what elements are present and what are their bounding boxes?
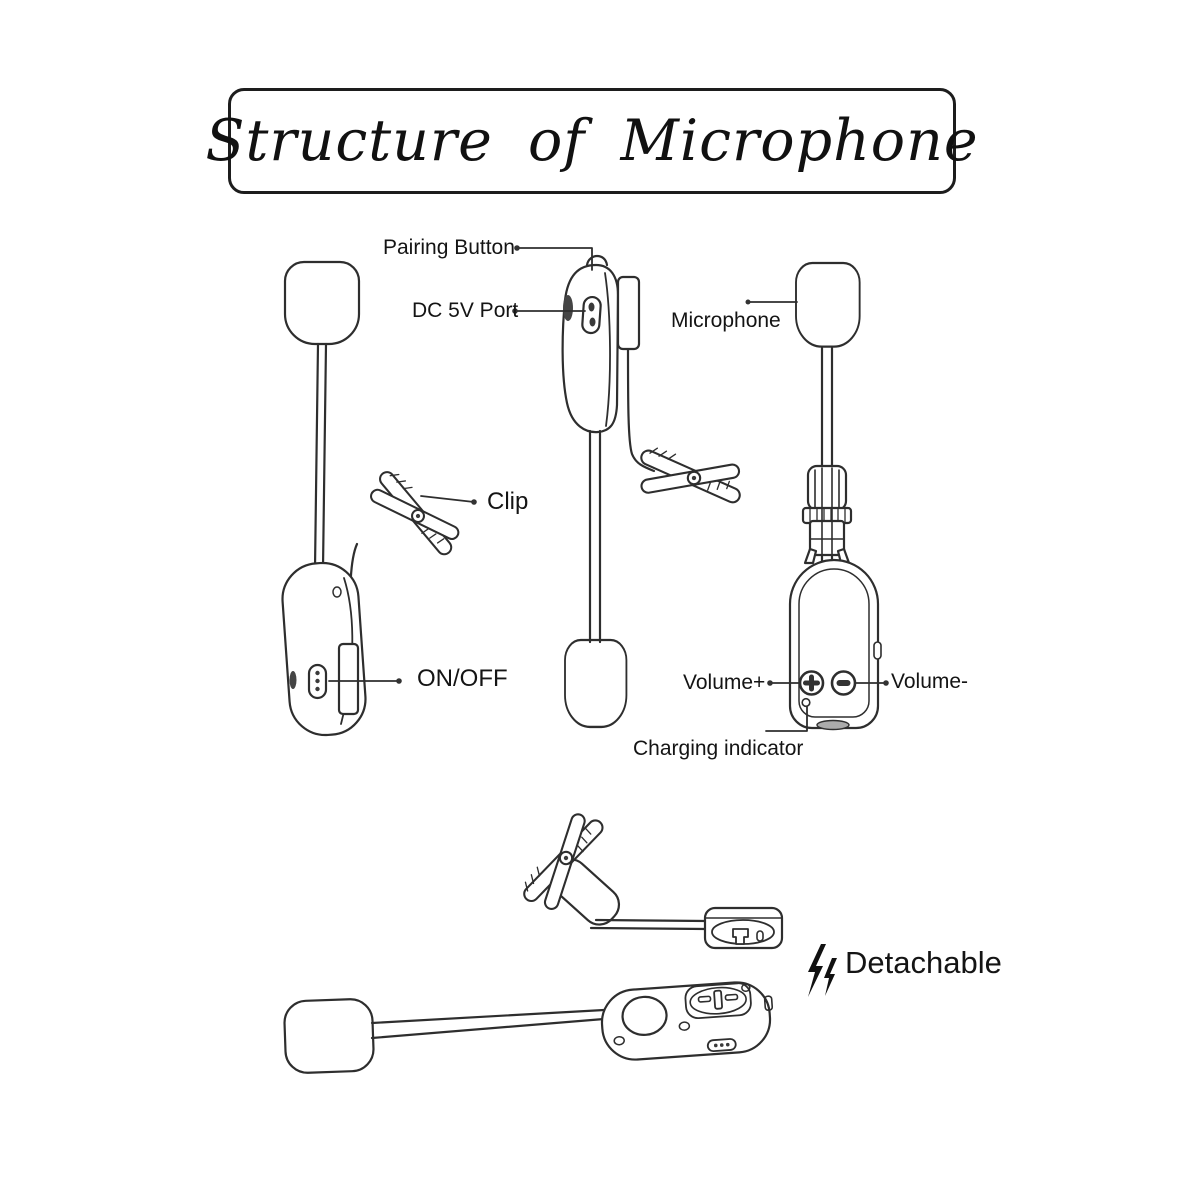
figure-mic-horizontal	[283, 981, 774, 1074]
clip-arm	[589, 918, 708, 931]
dc-port-holes	[588, 302, 596, 327]
base-latch	[732, 928, 749, 945]
figure-mic-side-view	[561, 254, 741, 729]
clip-back-view	[801, 464, 853, 565]
body-detail	[332, 586, 342, 598]
mic-head	[283, 260, 361, 346]
double-lightning-icon	[808, 944, 837, 997]
label-charging-indicator: Charging indicator	[633, 737, 804, 760]
leader-lines	[328, 245, 889, 732]
on-off-dots	[315, 670, 320, 692]
body-inner-outline	[798, 568, 870, 718]
label-volume-plus: Volume+	[683, 671, 766, 694]
clip-wire	[626, 347, 656, 473]
pairing-button	[585, 254, 609, 267]
body-crease	[604, 272, 611, 427]
mic-head	[563, 638, 628, 729]
figure-mic-front-view	[281, 260, 460, 737]
page-title: Structure of Microphone	[205, 108, 979, 174]
charging-contacts	[816, 719, 850, 731]
side-switch	[289, 671, 297, 689]
clip-drawing	[640, 447, 741, 504]
side-button	[763, 995, 774, 1012]
device-body	[600, 981, 774, 1061]
label-detachable: Detachable	[845, 945, 1002, 980]
mic-head	[283, 998, 375, 1074]
label-pairing-button: Pairing Button	[383, 236, 515, 259]
mic-stalk	[313, 342, 328, 570]
mic-head	[794, 261, 861, 348]
leader-charging-indicator	[765, 706, 808, 732]
label-on-off: ON/OFF	[417, 665, 508, 692]
clip-drawing	[523, 813, 604, 910]
plus-glyph	[803, 674, 820, 692]
mic-stalk	[588, 429, 602, 644]
title-box: Structure of Microphone	[205, 88, 978, 194]
mount-plate	[337, 642, 360, 716]
side-button	[873, 641, 882, 660]
label-dc-port: DC 5V Port	[412, 299, 519, 322]
dc-5v-port	[581, 295, 602, 335]
label-clip: Clip	[487, 488, 529, 515]
base-pin	[756, 930, 764, 942]
charging-led	[801, 697, 811, 708]
mic-grille	[621, 995, 668, 1036]
minus-glyph	[836, 680, 851, 686]
figure-mic-back-view	[788, 261, 882, 731]
leader-clip	[420, 495, 475, 503]
mount-plate	[616, 275, 641, 351]
mount-socket	[684, 982, 752, 1020]
leader-pairing-button	[516, 247, 593, 271]
figure-clip-detached	[523, 813, 784, 950]
label-volume-minus: Volume-	[891, 670, 969, 693]
clip-drawing	[370, 471, 460, 556]
side-switch	[563, 295, 573, 321]
label-microphone: Microphone	[671, 309, 781, 332]
mic-stalk	[370, 1008, 606, 1040]
